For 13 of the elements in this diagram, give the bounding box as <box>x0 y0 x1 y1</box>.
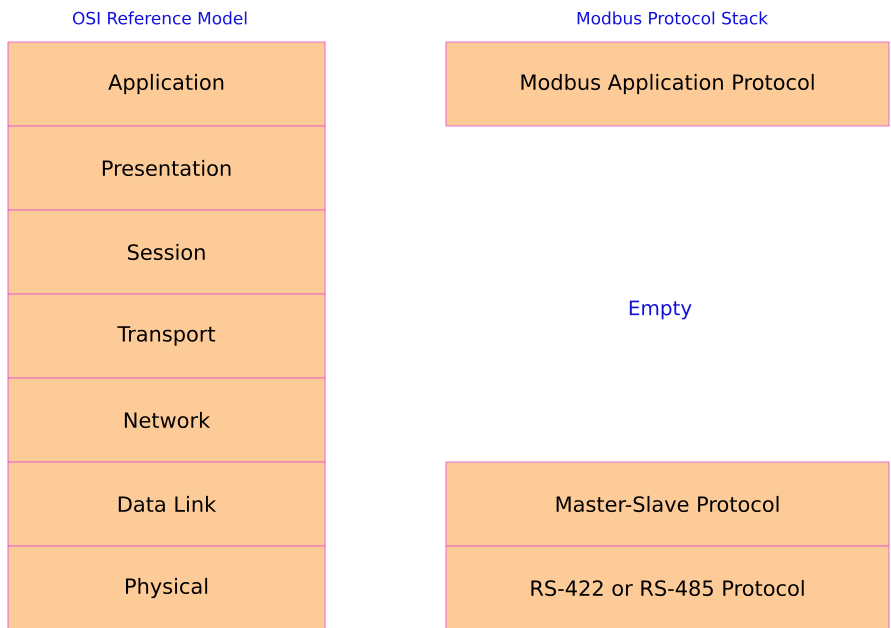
layer-box: Data Link <box>8 462 326 546</box>
layer-box: Modbus Application Protocol <box>446 42 890 126</box>
layer-box: Transport <box>8 294 326 378</box>
layer-box: Network <box>8 378 326 462</box>
column-heading: OSI Reference Model <box>72 11 246 25</box>
layer-box: Session <box>8 210 326 294</box>
layer-box: Presentation <box>8 126 326 210</box>
layer-box: Application <box>8 42 326 126</box>
layer-box: Physical <box>8 546 326 628</box>
layer-box: Master-Slave Protocol <box>446 462 890 546</box>
column-heading: Modbus Protocol Stack <box>578 11 768 25</box>
layer-box: RS-422 or RS-485 Protocol <box>446 546 890 628</box>
note-text: Empty <box>630 300 692 320</box>
